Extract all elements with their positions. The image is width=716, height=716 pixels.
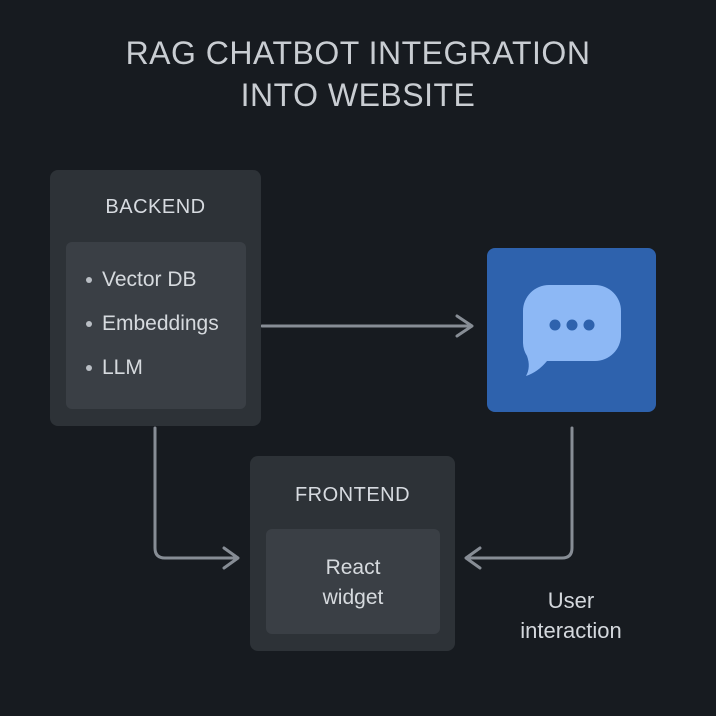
list-item-vector-db: Vector DB (86, 268, 219, 312)
chatbot-card (487, 248, 656, 412)
backend-components-box: Vector DB Embeddings LLM (66, 242, 246, 409)
title-line-1: RAG CHATBOT INTEGRATION (125, 35, 591, 71)
list-item-label: Embeddings (102, 312, 219, 335)
backend-to-frontend-arrow (153, 426, 240, 570)
annotation-line-2: interaction (520, 618, 622, 643)
chat-to-frontend-arrow (464, 426, 574, 570)
annotation-line-1: User (547, 588, 595, 613)
backend-to-chat-arrow (260, 314, 474, 338)
list-item-embeddings: Embeddings (86, 312, 219, 356)
list-item-label: LLM (102, 356, 143, 379)
backend-component-list: Vector DB Embeddings LLM (86, 268, 219, 400)
diagram-title: RAG CHATBOT INTEGRATION INTO WEBSITE (0, 32, 716, 116)
bullet-icon (86, 365, 92, 371)
title-line-2: INTO WEBSITE (240, 77, 476, 113)
list-item-llm: LLM (86, 356, 219, 400)
backend-panel: BACKEND Vector DB Embeddings LLM (50, 170, 261, 426)
react-widget-box: React widget (266, 529, 440, 634)
backend-label: BACKEND (105, 196, 206, 218)
chat-bubble-icon (523, 285, 621, 376)
widget-line-2: widget (322, 586, 384, 609)
bullet-icon (86, 277, 92, 283)
user-interaction-label: User interaction (498, 586, 644, 646)
frontend-label: FRONTEND (294, 484, 411, 506)
react-widget-label: React widget (266, 553, 440, 613)
list-item-label: Vector DB (102, 268, 197, 291)
frontend-panel: FRONTEND React widget (250, 456, 455, 651)
bullet-icon (86, 321, 92, 327)
widget-line-1: React (325, 556, 381, 579)
